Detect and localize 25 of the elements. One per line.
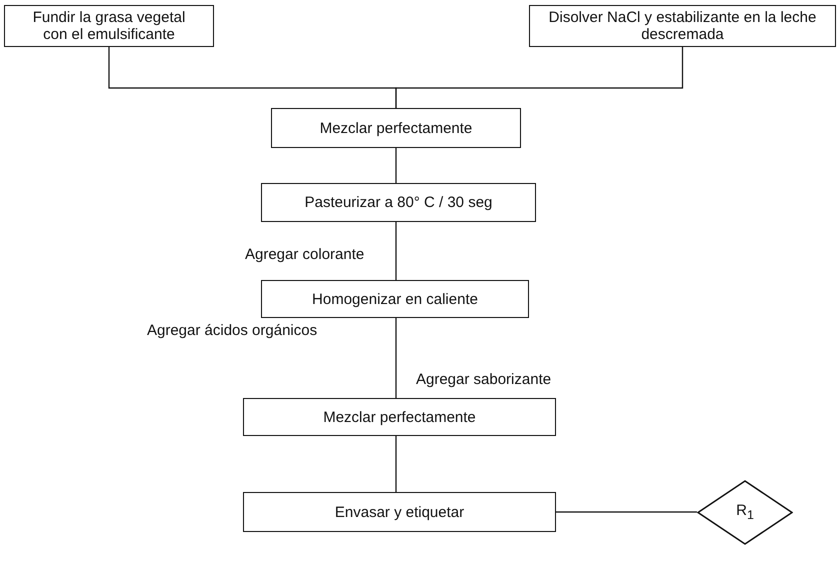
decision-diamond [697,480,793,545]
step-note: Agregar colorante [245,246,364,263]
step-text: Disolver NaCl y estabilizante en la leche descremada [548,9,818,43]
step-text: Pasteurizar a 80° C / 30 seg [304,194,492,211]
connector-line [556,511,697,513]
process-box [243,492,556,532]
connector-line [395,222,397,280]
step-text: R$_{1}$ [736,502,754,524]
step-note: Agregar ácidos orgánicos [147,322,318,339]
step-note: Agregar saborizante [416,371,552,388]
connector-line [395,318,397,398]
process-box [243,398,556,436]
process-box [261,280,529,318]
step-text: Mezclar perfectamente [323,408,476,426]
step-text: Mezclar perfectamente [320,120,472,136]
step-text: Envasar y etiquetar [334,504,464,520]
connector-line [395,436,397,492]
process-box [271,108,521,148]
connector-line [395,47,684,108]
connector-line [395,148,397,183]
step-text: Homogenizar en caliente [312,290,478,308]
process-box [261,183,536,222]
process-box [529,5,836,47]
process-box [4,5,214,47]
step-text: Fundir la grasa vegetal con el emulsificante [32,9,186,43]
